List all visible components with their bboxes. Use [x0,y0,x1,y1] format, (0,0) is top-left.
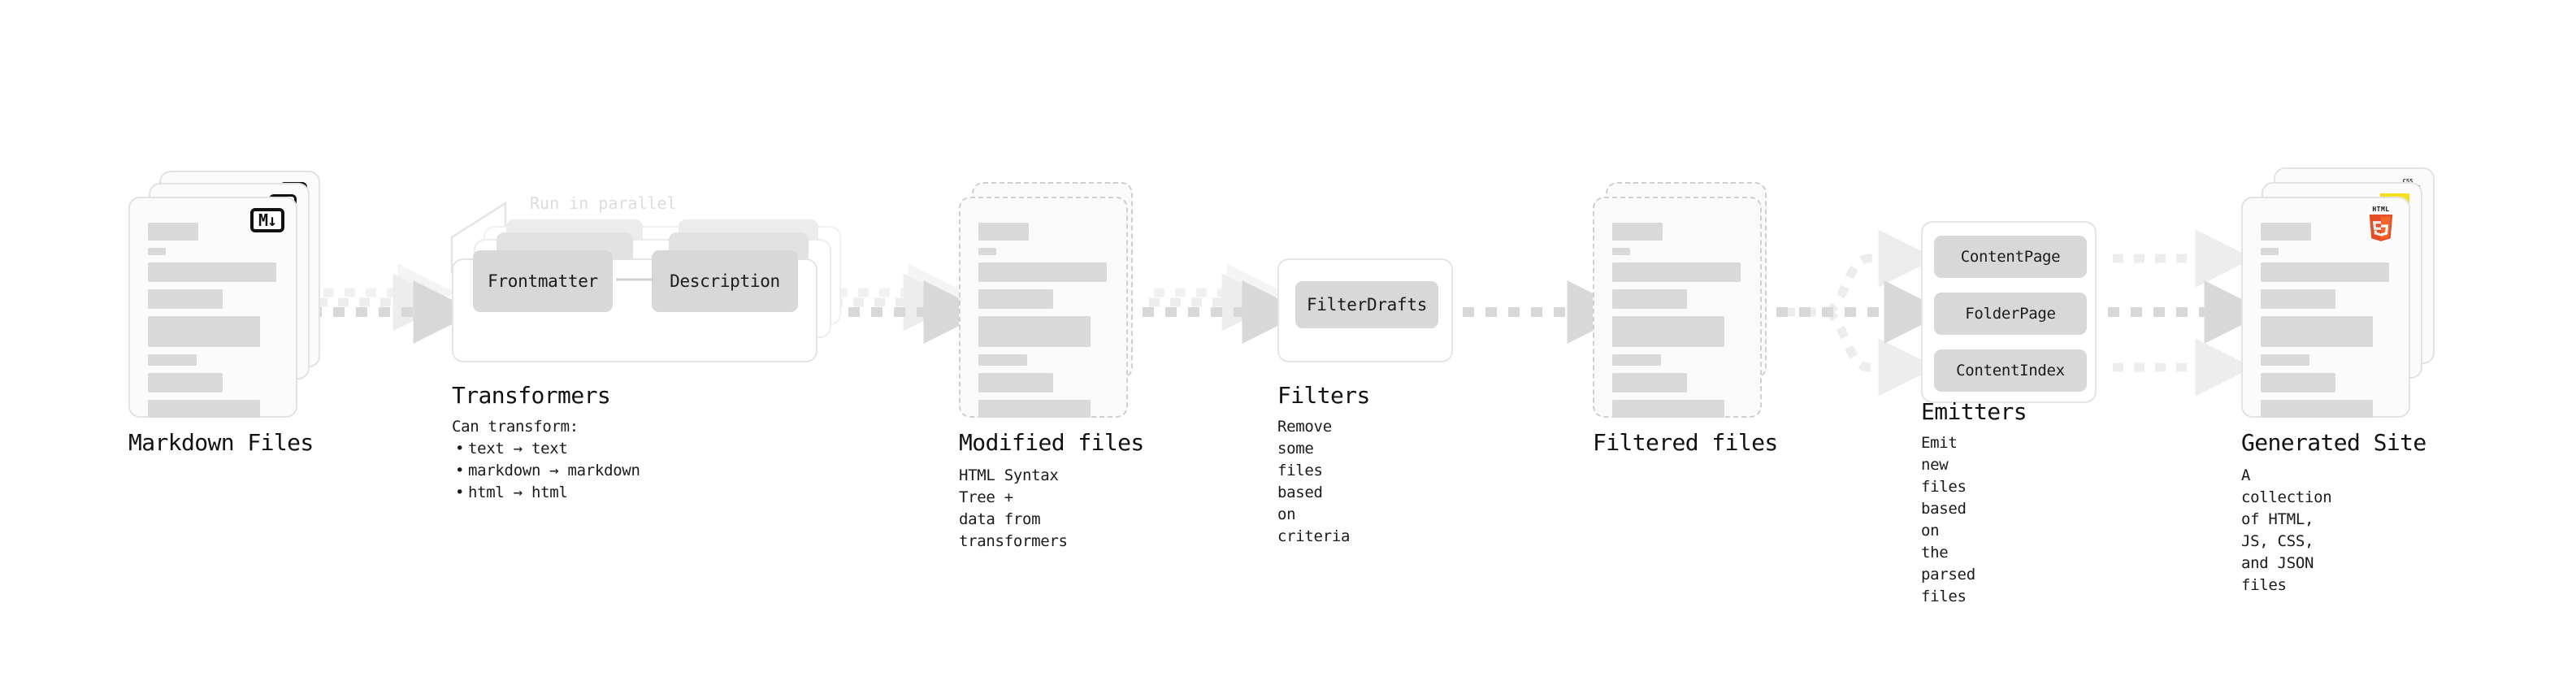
generated-file-front[interactable]: HTML [2241,197,2410,418]
caption-transformers: Transformers [452,382,611,409]
file-content-skeleton [2261,223,2391,425]
transformers-bullet-2: html → html [455,482,720,504]
markdown-file-front[interactable]: M↓ [128,197,297,418]
transformers-bullet-1: markdown → markdown [455,460,720,482]
connector-modified-to-filters [1143,263,1306,344]
connector-filtered-to-emitters [1776,229,1948,397]
html5-badge: HTML [2365,206,2397,244]
caption-generated-site-sub: A collection of HTML, JS, CSS, and JSON … [2241,466,2332,594]
run-in-parallel-bracket [450,201,507,273]
inner-arrow-frontmatter-to-description [616,271,670,288]
caption-markdown-files: Markdown Files [128,429,314,456]
pill-frontmatter[interactable]: Frontmatter [473,250,613,312]
connector-emitters-to-site [2108,229,2268,397]
caption-modified-files: Modified files [959,429,1144,456]
caption-filtered-files: Filtered files [1593,429,1778,456]
modified-file-front[interactable] [959,197,1128,418]
caption-emitters-sub: Emit new files based on the parsed files [1921,434,1975,605]
pill-folderpage[interactable]: FolderPage [1934,293,2087,335]
pill-contentpage[interactable]: ContentPage [1934,236,2087,278]
connector-md-to-transformers [310,263,477,344]
pill-description[interactable]: Description [652,250,798,312]
caption-filters-sub: Remove some files based on criteria [1277,418,1351,545]
transformers-bullet-0: text → text [455,438,720,460]
caption-transformers-sub: Can transform: text → text markdown → ma… [452,416,720,504]
filtered-file-front[interactable] [1593,197,1762,418]
filters-container[interactable]: FilterDrafts [1277,258,1453,362]
file-content-skeleton [1612,223,1742,425]
html5-badge-label: HTML [2372,206,2390,213]
css-badge-label: CSS [2402,178,2413,184]
pill-filterdrafts[interactable]: FilterDrafts [1295,281,1438,328]
transformer-container-front[interactable]: Frontmatter Description [452,250,817,362]
transformers-sub-intro: Can transform: [452,418,579,436]
caption-filters: Filters [1277,382,1370,409]
caption-modified-files-sub: HTML Syntax Tree + data from transformer… [959,466,1068,550]
pill-contentindex[interactable]: ContentIndex [1934,349,2087,392]
caption-generated-site: Generated Site [2241,429,2426,456]
transformers-bullet-list: text → text markdown → markdown html → h… [452,438,720,504]
connector-transformers-to-modified [826,263,987,344]
markdown-badge: M↓ [250,208,284,232]
file-content-skeleton [978,223,1108,425]
emitters-container[interactable]: ContentPage FolderPage ContentIndex [1921,221,2097,403]
html5-shield-icon [2369,214,2393,241]
file-content-skeleton [148,223,278,425]
annotation-run-in-parallel: Run in parallel [530,193,677,213]
caption-emitters: Emitters [1921,398,2027,425]
